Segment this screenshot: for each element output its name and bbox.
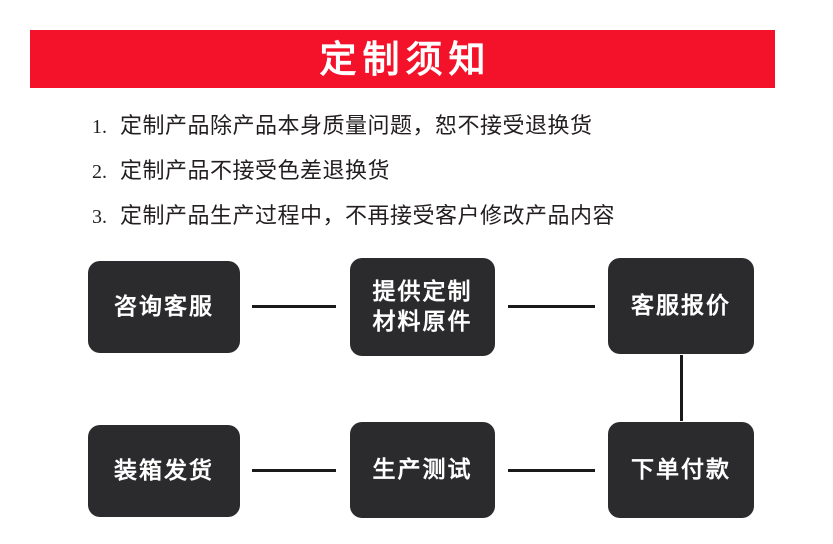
flow-step-ship: 装箱发货 [88,425,240,517]
flow-step-label: 生产测试 [372,456,473,483]
notice-item: 2. 定制产品不接受色差退换货 [92,149,792,194]
flow-step-quote: 客服报价 [608,258,754,354]
connector-material-to-quote [508,305,595,308]
flow-step-label: 下单付款 [631,456,731,483]
notice-banner: 定制须知 [30,30,775,88]
flow-step-label: 客服报价 [631,292,731,319]
flow-step-pay: 下单付款 [608,422,754,518]
notice-text: 定制产品生产过程中，不再接受客户修改产品内容 [120,204,616,229]
notice-number: 2. [92,161,107,183]
notice-text: 定制产品除产品本身质量问题，恕不接受退换货 [120,114,593,139]
notice-item: 1. 定制产品除产品本身质量问题，恕不接受退换货 [92,104,792,149]
connector-consult-to-material [252,305,336,308]
flow-step-label: 咨询客服 [114,293,214,320]
notice-number: 3. [92,206,107,228]
flow-step-consult: 咨询客服 [88,261,240,353]
page-title: 定制须知 [319,37,492,81]
connector-pay-to-test [508,469,595,472]
notice-item: 3. 定制产品生产过程中，不再接受客户修改产品内容 [92,194,792,239]
flow-step-label: 提供定制 材料原件 [372,278,473,335]
notice-list: 1. 定制产品除产品本身质量问题，恕不接受退换货 2. 定制产品不接受色差退换货… [92,104,792,239]
flow-step-material: 提供定制 材料原件 [350,258,495,356]
connector-test-to-ship [252,469,336,472]
connector-quote-to-pay [680,355,683,421]
flow-step-test: 生产测试 [350,422,495,518]
notice-number: 1. [92,116,107,138]
notice-text: 定制产品不接受色差退换货 [120,159,391,184]
flow-step-label: 装箱发货 [114,457,214,484]
